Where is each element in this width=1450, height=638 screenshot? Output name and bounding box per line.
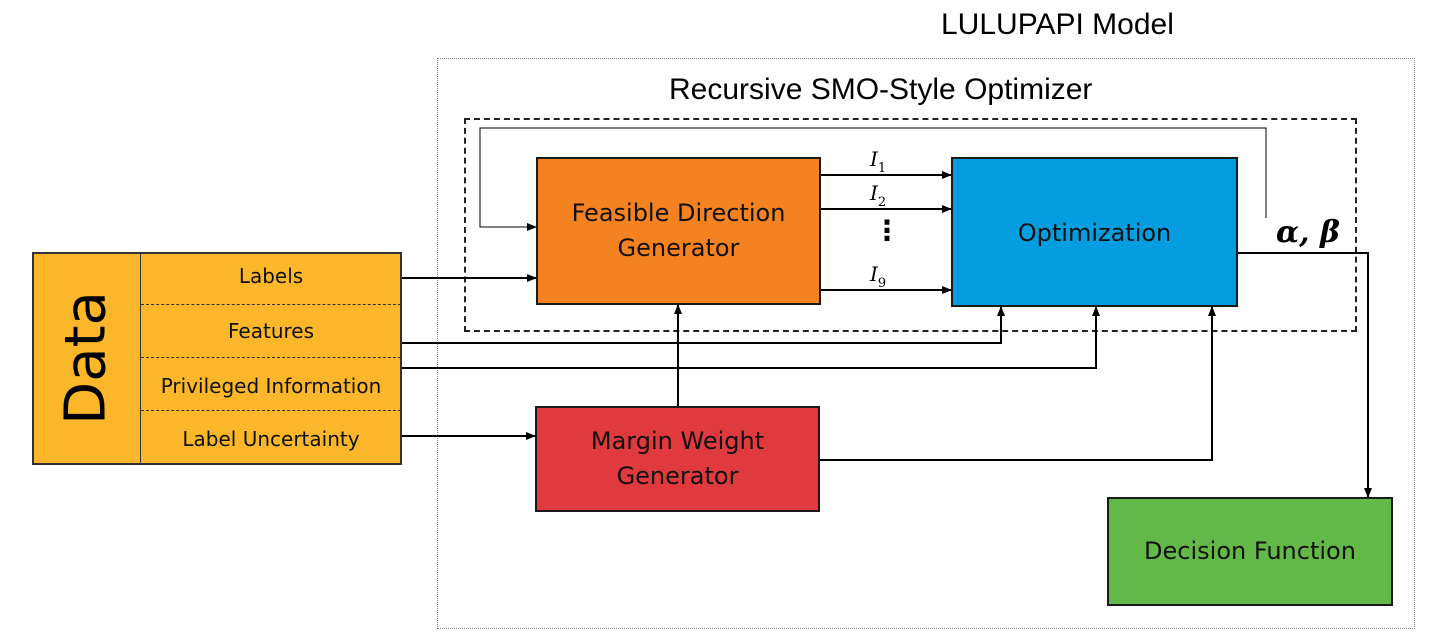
margin-box-line1: Margin Weight <box>590 427 765 455</box>
row-separator <box>141 410 401 411</box>
data-row-features: Features <box>228 319 314 343</box>
optimizer-title: Recursive SMO-Style Optimizer <box>669 73 1093 106</box>
data-row-labels: Labels <box>238 264 304 288</box>
vertical-ellipsis: ⋮ <box>873 214 901 247</box>
index-label-i9: I9 <box>870 262 887 291</box>
decision-function-box: Decision Function <box>1107 497 1393 606</box>
data-block <box>32 252 402 465</box>
model-title: LULUPAPI Model <box>941 8 1174 41</box>
feedback-loop-line <box>479 127 1267 231</box>
optimizer-frame <box>464 118 1357 332</box>
arrow-features-to-optimization <box>402 306 1005 344</box>
arrow-margin-to-optimization <box>820 306 1216 461</box>
feasible-box-line2: Generator <box>617 234 740 262</box>
optimization-label: Optimization <box>1017 219 1172 247</box>
row-separator <box>141 304 401 305</box>
data-divider <box>140 253 141 464</box>
margin-weight-generator-box: Margin Weight Generator <box>535 406 820 512</box>
margin-box-line2: Generator <box>616 462 739 490</box>
data-row-privileged-information: Privileged Information <box>160 374 382 398</box>
feasible-box-line1: Feasible Direction <box>571 199 786 227</box>
decision-label: Decision Function <box>1144 537 1356 565</box>
row-separator <box>141 357 401 358</box>
optimization-box: Optimization <box>951 157 1238 307</box>
index-label-i1: I1 <box>870 147 887 176</box>
index-label-i2: I2 <box>870 181 887 210</box>
arrow-privileged-to-optimization <box>402 306 1100 369</box>
output-label-alpha-beta: α, β <box>1276 215 1340 250</box>
data-row-label-uncertainty: Label Uncertainty <box>182 427 360 451</box>
arrow-optimization-to-decision <box>1238 252 1372 498</box>
